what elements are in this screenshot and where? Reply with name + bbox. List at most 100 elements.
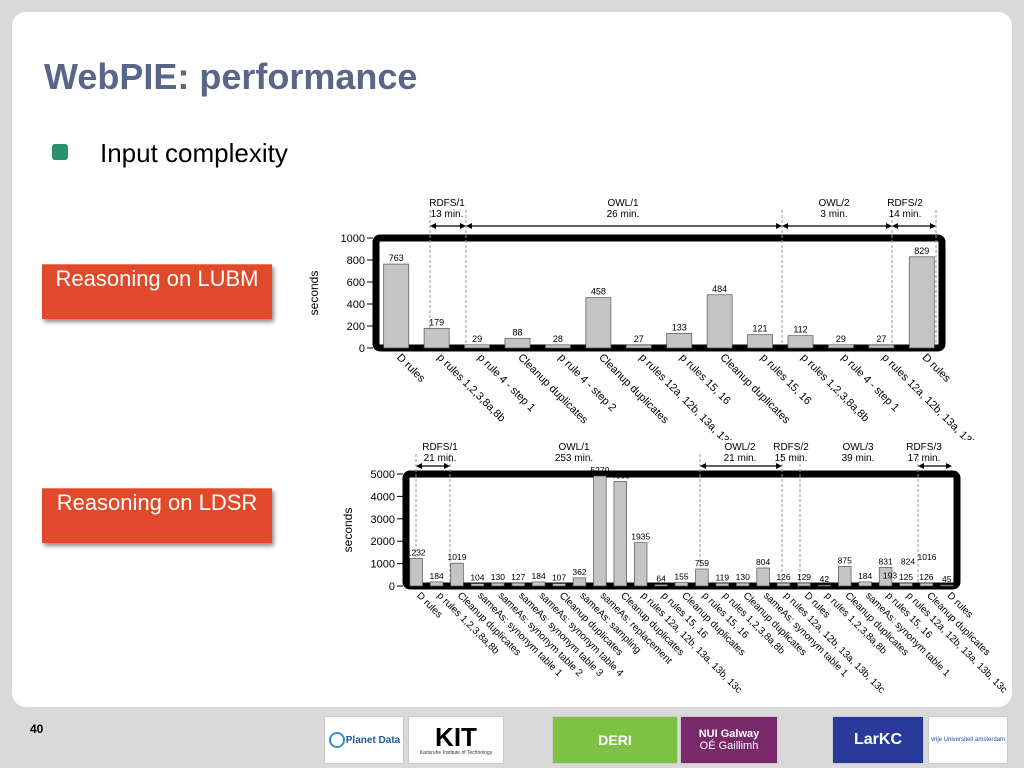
data-label: 1935 bbox=[631, 532, 650, 542]
nuig-logo-text-2: OÉ Gaillimh bbox=[699, 740, 759, 752]
bar bbox=[585, 297, 612, 349]
y-tick-label: 1000 bbox=[371, 559, 395, 571]
data-label: 458 bbox=[591, 287, 606, 297]
data-label: 184 bbox=[430, 571, 444, 581]
bar bbox=[450, 562, 464, 587]
bar bbox=[531, 581, 546, 587]
category-label: Cleanup duplicates bbox=[596, 352, 671, 427]
phase-time: 26 min. bbox=[607, 209, 640, 220]
phase-name: OWL/3 bbox=[842, 442, 874, 453]
bar bbox=[695, 568, 709, 587]
bar bbox=[736, 582, 750, 587]
bar bbox=[838, 566, 852, 587]
data-label: 1232 bbox=[407, 547, 426, 557]
bar bbox=[429, 581, 444, 587]
data-label: 133 bbox=[672, 322, 687, 332]
phase-arrow-head bbox=[782, 223, 788, 229]
y-axis-label: seconds bbox=[341, 508, 355, 553]
data-label: 126 bbox=[919, 572, 933, 582]
vu-logo: vrije Universiteit amsterdam bbox=[928, 716, 1008, 764]
bar bbox=[625, 344, 652, 349]
data-label: 179 bbox=[429, 317, 444, 327]
data-label: 104 bbox=[470, 573, 484, 583]
larkc-logo-text: LarKC bbox=[853, 731, 902, 748]
bar bbox=[797, 582, 811, 587]
bar bbox=[858, 581, 872, 587]
bar bbox=[899, 582, 913, 587]
data-label: 193 bbox=[883, 571, 897, 581]
phase-arrow-head bbox=[460, 223, 466, 229]
y-tick-label: 0 bbox=[359, 343, 365, 355]
data-label: 130 bbox=[491, 572, 505, 582]
bar bbox=[423, 327, 450, 349]
deri-logo-text: DERI bbox=[598, 732, 632, 748]
bar bbox=[572, 577, 587, 587]
y-tick-label: 5000 bbox=[371, 469, 395, 481]
phase-arrow-head bbox=[930, 223, 936, 229]
y-tick-label: 1000 bbox=[341, 233, 365, 245]
bar bbox=[878, 567, 893, 587]
y-tick-label: 2000 bbox=[371, 536, 395, 548]
phase-arrow-head bbox=[776, 223, 782, 229]
phase-time: 15 min. bbox=[775, 453, 808, 464]
phase-time: 17 min. bbox=[908, 453, 941, 464]
phase-name: RDFS/2 bbox=[887, 198, 923, 209]
phase-arrow-head bbox=[918, 463, 924, 469]
phase-name: RDFS/1 bbox=[429, 198, 465, 209]
bar bbox=[715, 582, 729, 587]
phase-arrow-head bbox=[776, 463, 782, 469]
larkc-logo: LarKC bbox=[832, 716, 924, 764]
category-label: p rules 1,2,3,8a,8b bbox=[798, 352, 871, 425]
phase-name: OWL/2 bbox=[818, 198, 850, 209]
bar bbox=[747, 334, 773, 349]
phase-arrow-head bbox=[416, 463, 422, 469]
y-tick-label: 800 bbox=[347, 255, 365, 267]
kit-logo: KIT Karlsruhe Institute of Technology bbox=[408, 716, 504, 764]
data-label: 829 bbox=[914, 246, 929, 256]
planetdata-logo: Planet Data bbox=[324, 716, 404, 764]
phase-time: 21 min. bbox=[724, 453, 757, 464]
category-label: p rules 1,2,3,8a,8b bbox=[435, 352, 508, 425]
data-label: 184 bbox=[858, 571, 872, 581]
data-label: 125 bbox=[899, 572, 913, 582]
data-label: 121 bbox=[753, 324, 768, 334]
data-label: 831 bbox=[878, 556, 892, 566]
deri-logo: DERI bbox=[552, 716, 678, 764]
bar bbox=[383, 263, 410, 349]
bar bbox=[470, 583, 485, 587]
data-label: 29 bbox=[836, 334, 846, 344]
data-label: 804 bbox=[756, 557, 770, 567]
bar bbox=[552, 583, 566, 587]
phase-time: 21 min. bbox=[424, 453, 457, 464]
ldsr-tag: Reasoning on LDSR bbox=[42, 488, 272, 543]
data-label: 27 bbox=[634, 334, 644, 344]
phase-name: OWL/1 bbox=[607, 198, 639, 209]
bar bbox=[908, 256, 935, 349]
y-tick-label: 4000 bbox=[371, 491, 395, 503]
bar bbox=[613, 481, 627, 587]
y-tick-label: 400 bbox=[347, 299, 365, 311]
data-label: 4668 bbox=[611, 470, 630, 480]
data-label: 1019 bbox=[448, 552, 467, 562]
data-label: 28 bbox=[553, 334, 563, 344]
bar bbox=[654, 584, 668, 587]
data-label: 875 bbox=[838, 555, 852, 565]
bar bbox=[706, 294, 733, 349]
phase-arrow-head bbox=[430, 223, 436, 229]
data-label: 824 bbox=[901, 557, 915, 567]
data-label: 42 bbox=[820, 574, 830, 584]
lubm-tag: Reasoning on LUBM bbox=[42, 264, 272, 319]
data-label: 362 bbox=[572, 567, 586, 577]
category-label: D rules bbox=[920, 352, 953, 385]
phase-arrow-head bbox=[700, 463, 706, 469]
data-label: 763 bbox=[389, 253, 404, 263]
kit-logo-text: KIT bbox=[435, 722, 477, 752]
slide bbox=[12, 12, 1012, 707]
data-label: 155 bbox=[674, 572, 688, 582]
page-number: 40 bbox=[30, 722, 44, 736]
bar bbox=[787, 335, 814, 349]
bar bbox=[666, 333, 693, 349]
data-label: 184 bbox=[532, 571, 546, 581]
